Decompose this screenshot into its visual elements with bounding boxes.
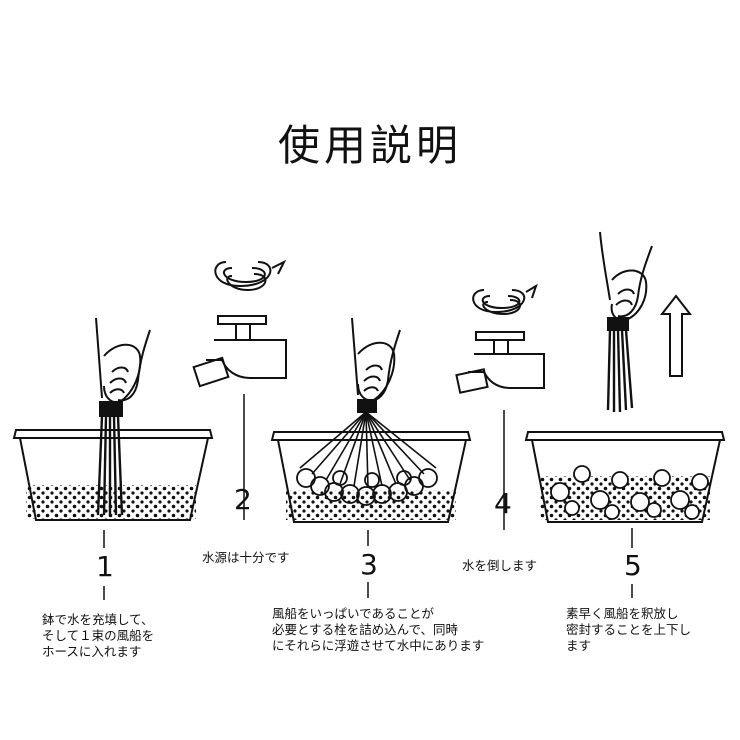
step-2-number: 2 <box>234 483 252 516</box>
hand-with-tubes-5 <box>599 231 653 413</box>
step-3-caption: 風船をいっぱいであることが 必要とする栓を詰め込んで、同時 にそれらに浮遊させて… <box>272 606 485 653</box>
step-3-number: 3 <box>360 548 378 581</box>
hand-with-tubes-1 <box>95 317 151 516</box>
step-1-number: 1 <box>96 550 114 583</box>
page-title: 使用説明 <box>277 121 462 170</box>
connector-lines <box>103 528 633 600</box>
step-1-caption: 鉢で水を充填して、 そして１束の風船を ホースに入れます <box>42 612 155 659</box>
step-2-caption: 水源は十分です <box>202 550 290 565</box>
basin-5 <box>524 431 726 523</box>
hand-with-balloons-3 <box>296 317 438 506</box>
basin-3 <box>270 431 472 523</box>
basin-1 <box>12 429 214 521</box>
step-4-caption: 水を倒します <box>462 558 538 573</box>
step-5-number: 5 <box>624 549 642 582</box>
step-5-caption: 素早く風船を釈放し 密封することを上下し ます <box>566 606 692 653</box>
step-4-number: 4 <box>494 487 512 520</box>
faucet-2 <box>192 259 287 520</box>
faucet-4 <box>455 283 545 530</box>
up-arrow-icon <box>659 294 693 377</box>
